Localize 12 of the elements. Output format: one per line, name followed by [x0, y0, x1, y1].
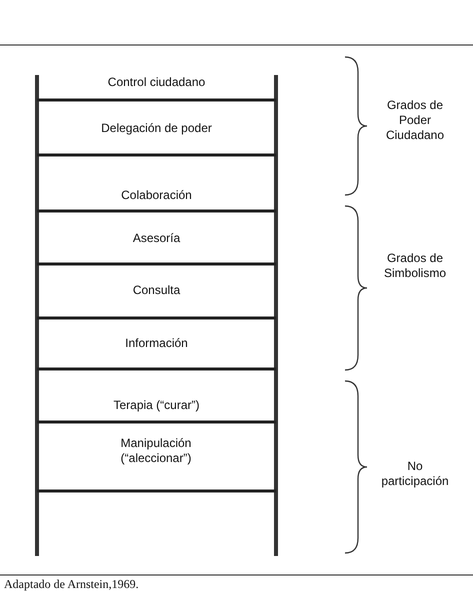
caption: Adaptado de Arnstein,1969.: [4, 577, 139, 591]
rung-label: Delegación de poder: [100, 121, 213, 136]
rung-label: Información: [124, 336, 189, 351]
rung-label: Consulta: [132, 283, 182, 298]
rung-label: Asesoría: [132, 231, 182, 246]
group-label: No participación: [380, 459, 450, 489]
rung-label: Terapia (“curar”): [112, 398, 200, 413]
group-label: Grados de Simbolismo: [382, 251, 447, 281]
rung-label: Manipulación (“aleccionar”): [120, 436, 192, 466]
group-label: Grados de Poder Ciudadano: [384, 98, 446, 143]
rung-label: Colaboración: [120, 188, 193, 203]
rung-label: Control ciudadano: [106, 75, 206, 90]
